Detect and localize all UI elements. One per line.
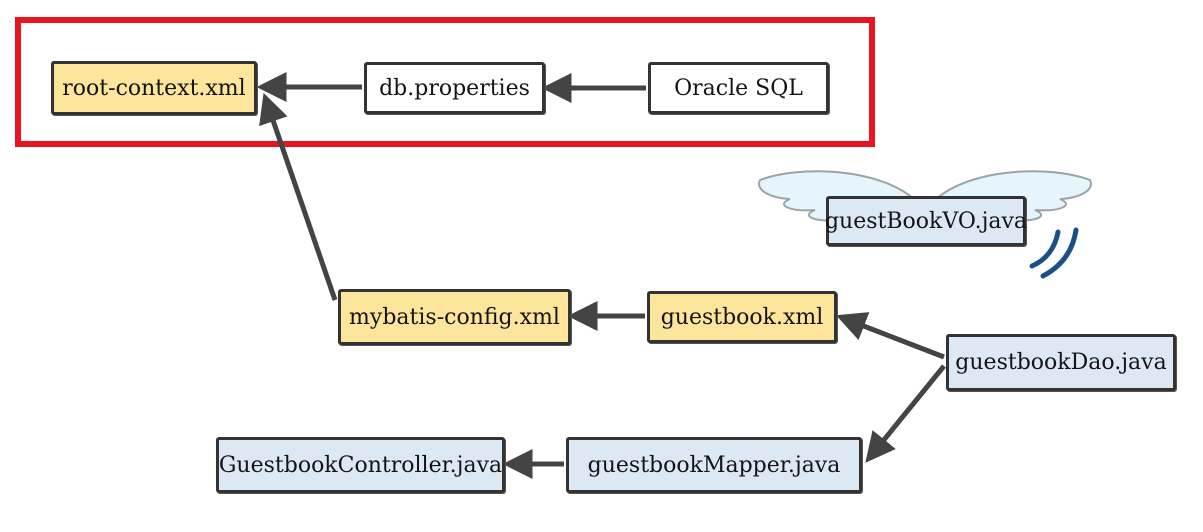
node-guestbook-controller: GuestbookController.java — [216, 437, 505, 493]
highlight-frame — [15, 17, 875, 147]
node-root-context: root-context.xml — [51, 61, 257, 115]
node-guestbook-vo: guestBookVO.java — [825, 196, 1027, 246]
node-guestbook-dao: guestbookDao.java — [946, 334, 1176, 391]
node-guestbook-mapper: guestbookMapper.java — [566, 437, 862, 493]
node-mybatis-config: mybatis-config.xml — [338, 289, 571, 345]
arrow-dao-to-mapper — [865, 364, 946, 463]
node-guestbook-xml: guestbook.xml — [647, 291, 837, 343]
arrow-dao-to-gbxml — [836, 312, 945, 360]
node-oracle-sql: Oracle SQL — [648, 62, 829, 114]
motion-lines-icon — [1029, 227, 1079, 279]
node-db-properties: db.properties — [364, 62, 545, 114]
